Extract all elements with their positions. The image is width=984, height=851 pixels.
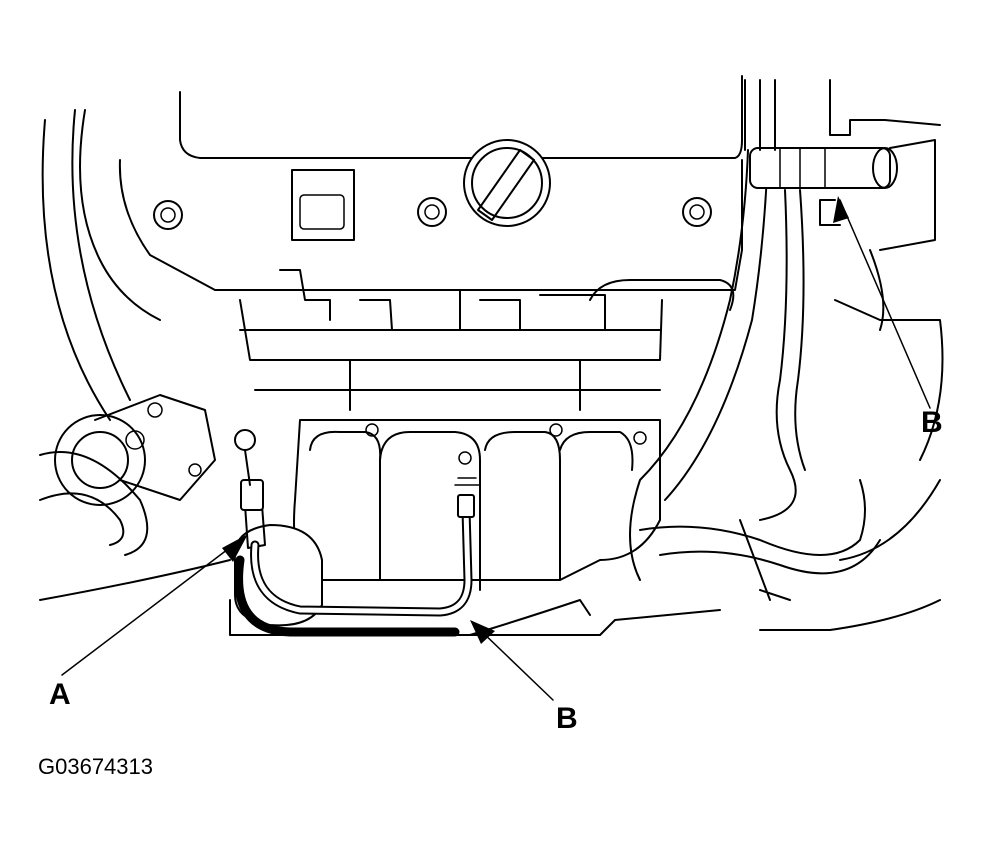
purge-valve-a [233,429,323,627]
callout-a: A [49,678,71,711]
arrow-b-bottom [470,620,495,644]
right-engine-frame [744,79,944,631]
leader-lines [61,196,931,701]
oil-filler-cap [463,139,551,227]
figure-id: G03674313 [38,754,153,779]
hose-fitting-b-right [749,139,936,251]
vacuum-hose-b [234,477,481,637]
left-hoses [39,109,231,601]
connector-rail [239,269,735,411]
intake-manifold-runners [293,419,661,591]
cylinder-head-cover [79,75,743,321]
arrow-b-right [833,196,849,223]
cover-boss [291,169,355,241]
power-steering-pump [54,394,216,506]
callout-b-bottom: B [556,702,578,735]
arrow-a [222,534,248,562]
callout-b-right: B [921,406,943,439]
head-cover-bolts [153,197,712,230]
right-hoses [629,149,881,601]
